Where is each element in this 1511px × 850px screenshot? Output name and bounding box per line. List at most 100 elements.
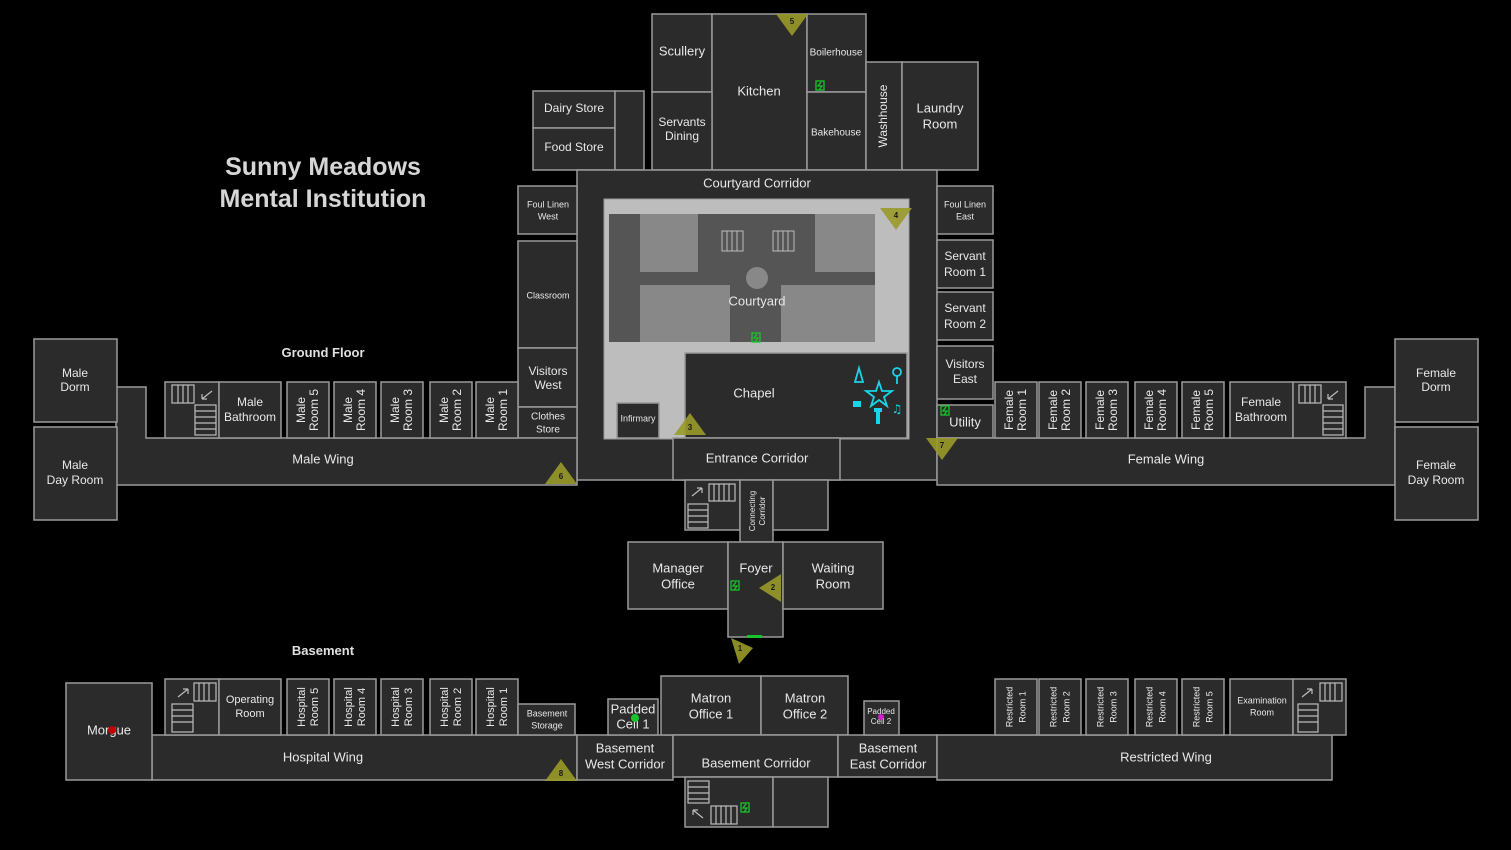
room-classroom[interactable] (517, 240, 578, 349)
room-washhouse[interactable] (865, 61, 903, 171)
room-hospital-room-2-label-2: Room 2 (452, 688, 464, 727)
room-servant-room-1[interactable] (936, 239, 994, 289)
room-hospital-room-3-label-1: Hospital (390, 687, 402, 727)
room-male-room-2[interactable] (429, 381, 473, 439)
room-scullery[interactable] (651, 13, 713, 93)
room-hospital-room-3[interactable] (380, 678, 424, 736)
label-servants-dining-1: Servants (658, 115, 705, 129)
label-male-day-2: Day Room (47, 473, 104, 487)
room-servants-dining[interactable] (651, 91, 713, 171)
room-male-room-3[interactable] (380, 381, 424, 439)
room-visitors-west[interactable] (517, 347, 578, 408)
camera-3-number: 3 (688, 423, 693, 432)
room-male-room-4-label-1: Male (341, 397, 355, 423)
room-female-dorm[interactable] (1394, 338, 1479, 423)
room-visitors-east[interactable] (936, 345, 994, 400)
label-servant-room-1b: Room 1 (944, 265, 986, 279)
basement-west-stairs[interactable] (164, 678, 220, 736)
room-examination-room[interactable] (1229, 678, 1294, 736)
stairs-icon (171, 384, 217, 436)
room-male-dorm[interactable] (33, 338, 118, 423)
label-matron-office-2a: Matron (785, 690, 825, 705)
room-entry-closet[interactable] (772, 479, 829, 531)
room-store-passage[interactable] (614, 90, 645, 171)
room-servant-room-2[interactable] (936, 291, 994, 341)
room-male-bathroom[interactable] (218, 381, 282, 439)
room-female-room-5[interactable] (1181, 381, 1225, 439)
room-hospital-room-1-label-1: Hospital (485, 687, 497, 727)
room-basement-storage[interactable] (517, 703, 576, 736)
room-waiting-room[interactable] (782, 541, 884, 610)
room-female-room-3[interactable] (1085, 381, 1129, 439)
camera-8-number: 8 (559, 769, 564, 778)
room-restricted-room-5[interactable] (1181, 678, 1225, 736)
camera-1-icon (731, 638, 753, 664)
room-clothes-store[interactable] (517, 406, 578, 439)
room-kitchen[interactable] (711, 13, 808, 171)
morgue-marker-icon (108, 726, 116, 734)
room-dairy-store[interactable] (532, 90, 616, 129)
room-restricted-room-5-label-1: Restricted (1191, 687, 1201, 728)
room-hospital-room-5[interactable] (286, 678, 330, 736)
room-hospital-room-2[interactable] (429, 678, 473, 736)
label-dairy-store: Dairy Store (544, 101, 604, 115)
room-female-day-room[interactable] (1394, 426, 1479, 521)
room-female-room-5-label-2: Room 5 (1202, 389, 1216, 431)
room-female-room-1[interactable] (994, 381, 1038, 439)
room-hospital-room-3-label-2: Room 3 (403, 688, 415, 727)
room-foul-linen-west[interactable] (517, 185, 578, 235)
room-infirmary[interactable] (616, 402, 660, 439)
room-male-room-4[interactable] (333, 381, 377, 439)
room-chapel[interactable] (684, 352, 908, 439)
camera-2-icon (759, 574, 781, 602)
room-hospital-room-4[interactable] (333, 678, 377, 736)
connecting-corridor[interactable] (739, 479, 774, 543)
room-restricted-room-4[interactable] (1134, 678, 1178, 736)
label-servants-dining-2: Dining (665, 129, 699, 143)
room-female-bathroom[interactable] (1229, 381, 1294, 439)
room-matron-office-2[interactable] (760, 675, 849, 736)
room-foul-linen-east[interactable] (936, 185, 994, 235)
courtyard-bed-nw (640, 214, 698, 272)
stairs-icon (1298, 384, 1344, 436)
room-male-room-5[interactable] (286, 381, 330, 439)
room-laundry[interactable] (901, 61, 979, 171)
room-hospital-room-2-label-1: Hospital (439, 687, 451, 727)
bench-icon (721, 230, 795, 252)
room-female-room-2[interactable] (1038, 381, 1082, 439)
room-hospital-room-1[interactable] (475, 678, 519, 736)
label-classroom: Classroom (526, 290, 569, 300)
label-servant-room-1a: Servant (944, 249, 986, 263)
room-manager-office[interactable] (627, 541, 729, 610)
fuse-box-icon (730, 80, 950, 813)
label-kitchen: Kitchen (737, 83, 780, 98)
entrance-corridor[interactable] (672, 437, 841, 481)
marker-dot-icon (631, 714, 639, 722)
courtyard-bed-sw (640, 285, 730, 342)
label-female-bathroom-1: Female (1241, 395, 1281, 409)
room-food-store[interactable] (532, 127, 616, 171)
courtyard-bed-ne (815, 214, 875, 272)
marker-dot-icon (878, 714, 884, 720)
room-restricted-room-1[interactable] (994, 678, 1038, 736)
hospital-wing-corridor[interactable] (151, 734, 578, 781)
room-female-room-3-label-1: Female (1093, 390, 1107, 430)
room-hospital-room-1-label-2: Room 1 (498, 688, 510, 727)
front-door[interactable] (747, 635, 762, 638)
label-foul-linen-east-1: Foul Linen (944, 199, 986, 209)
label-visitors-east-1: Visitors (945, 357, 984, 371)
label-female-dorm-2: Dorm (1421, 380, 1450, 394)
label-female-day-1: Female (1416, 458, 1456, 472)
room-restricted-room-3[interactable] (1085, 678, 1129, 736)
stairs-icon (171, 682, 217, 733)
room-operating-room[interactable] (218, 678, 282, 736)
label-female-wing: Female Wing (1128, 451, 1205, 466)
room-male-day-room[interactable] (33, 426, 118, 521)
basement-stairs[interactable] (684, 776, 774, 828)
label-waiting-room-1: Waiting (812, 560, 855, 575)
room-restricted-room-2[interactable] (1038, 678, 1082, 736)
room-male-room-1[interactable] (475, 381, 519, 439)
room-female-room-4[interactable] (1134, 381, 1178, 439)
label-matron-office-2b: Office 2 (783, 706, 828, 721)
room-basement-closet[interactable] (772, 776, 829, 828)
